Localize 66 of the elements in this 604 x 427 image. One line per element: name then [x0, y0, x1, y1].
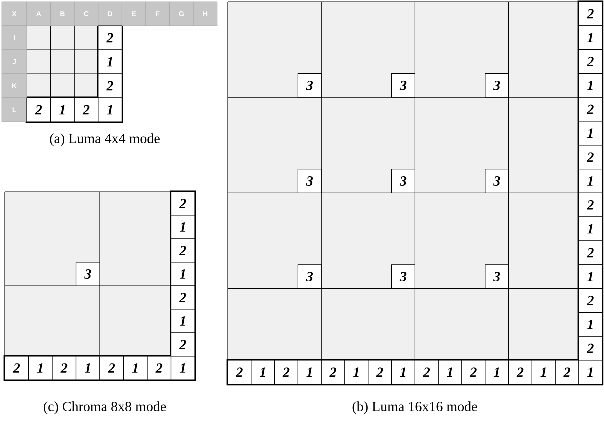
number-cell: 2: [52, 356, 77, 380]
number-cell: 1: [123, 356, 148, 380]
number-cell: 3: [76, 262, 100, 286]
number-cell: 2: [578, 336, 603, 361]
number-cell: 1: [170, 309, 196, 334]
number-cell: 1: [578, 264, 603, 290]
number-cell: 2: [100, 356, 124, 380]
number-cell: 3: [485, 168, 510, 194]
number-cell: 3: [298, 264, 322, 290]
number-cell: 2: [74, 98, 99, 122]
number-cell: 1: [28, 356, 53, 380]
number-cell: 2: [98, 74, 122, 98]
number-cell: 2: [578, 2, 603, 26]
panel-caption: (b) Luma 16x16 mode: [352, 402, 478, 414]
number-cell: 2: [26, 98, 52, 122]
number-cell: 1: [170, 262, 196, 286]
number-cell: 1: [578, 312, 603, 337]
number-cell: 3: [485, 73, 510, 98]
number-cell: 1: [298, 360, 322, 385]
number-cell: 1: [578, 121, 603, 146]
number-cell: 2: [578, 192, 603, 218]
number-cell: 1: [98, 50, 122, 74]
number-cell: 2: [578, 50, 603, 74]
number-cell: 2: [228, 360, 252, 385]
number-cell: 1: [170, 356, 196, 380]
number-cell: 1: [76, 356, 100, 380]
number-cell: 1: [251, 360, 276, 385]
number-cell: 2: [578, 288, 603, 313]
number-cell: 2: [274, 360, 298, 385]
number-cell: 1: [578, 26, 603, 50]
number-cell: 3: [485, 264, 510, 290]
number-cell: 3: [298, 73, 322, 98]
number-cell: 1: [578, 360, 603, 385]
number-cell: 1: [98, 98, 122, 122]
number-cell: 3: [392, 168, 416, 194]
number-cell: 1: [344, 360, 369, 385]
number-cell: 1: [578, 73, 603, 98]
number-cell: 1: [392, 360, 416, 385]
number-cell: 2: [98, 26, 122, 50]
number-cell: 1: [578, 168, 603, 194]
number-cell: 2: [555, 360, 580, 385]
number-cell: 1: [485, 360, 510, 385]
number-cell: 3: [298, 168, 322, 194]
number-cell: 1: [438, 360, 462, 385]
panel-caption: (a) Luma 4x4 mode: [50, 134, 160, 146]
number-cell: 2: [170, 238, 196, 263]
number-cell: 2: [170, 286, 196, 310]
number-cell: 3: [392, 264, 416, 290]
number-cell: 1: [50, 98, 75, 122]
number-cell: 1: [170, 215, 196, 240]
number-cell: 2: [170, 332, 196, 357]
number-cell: 1: [532, 360, 556, 385]
number-cell: 2: [170, 192, 196, 216]
number-cell: 2: [578, 240, 603, 266]
number-cell: 2: [321, 360, 346, 385]
number-cell: 2: [414, 360, 439, 385]
number-cell: 2: [508, 360, 532, 385]
number-cell: 2: [147, 356, 172, 380]
number-cell: 2: [462, 360, 486, 385]
panel-caption: (c) Chroma 8x8 mode: [44, 402, 166, 414]
number-cell: 2: [578, 145, 603, 170]
number-cell: 1: [578, 216, 603, 242]
number-cell: 3: [392, 73, 416, 98]
number-cell: 2: [578, 97, 603, 122]
number-cell: 2: [4, 356, 30, 380]
number-cell: 2: [368, 360, 392, 385]
